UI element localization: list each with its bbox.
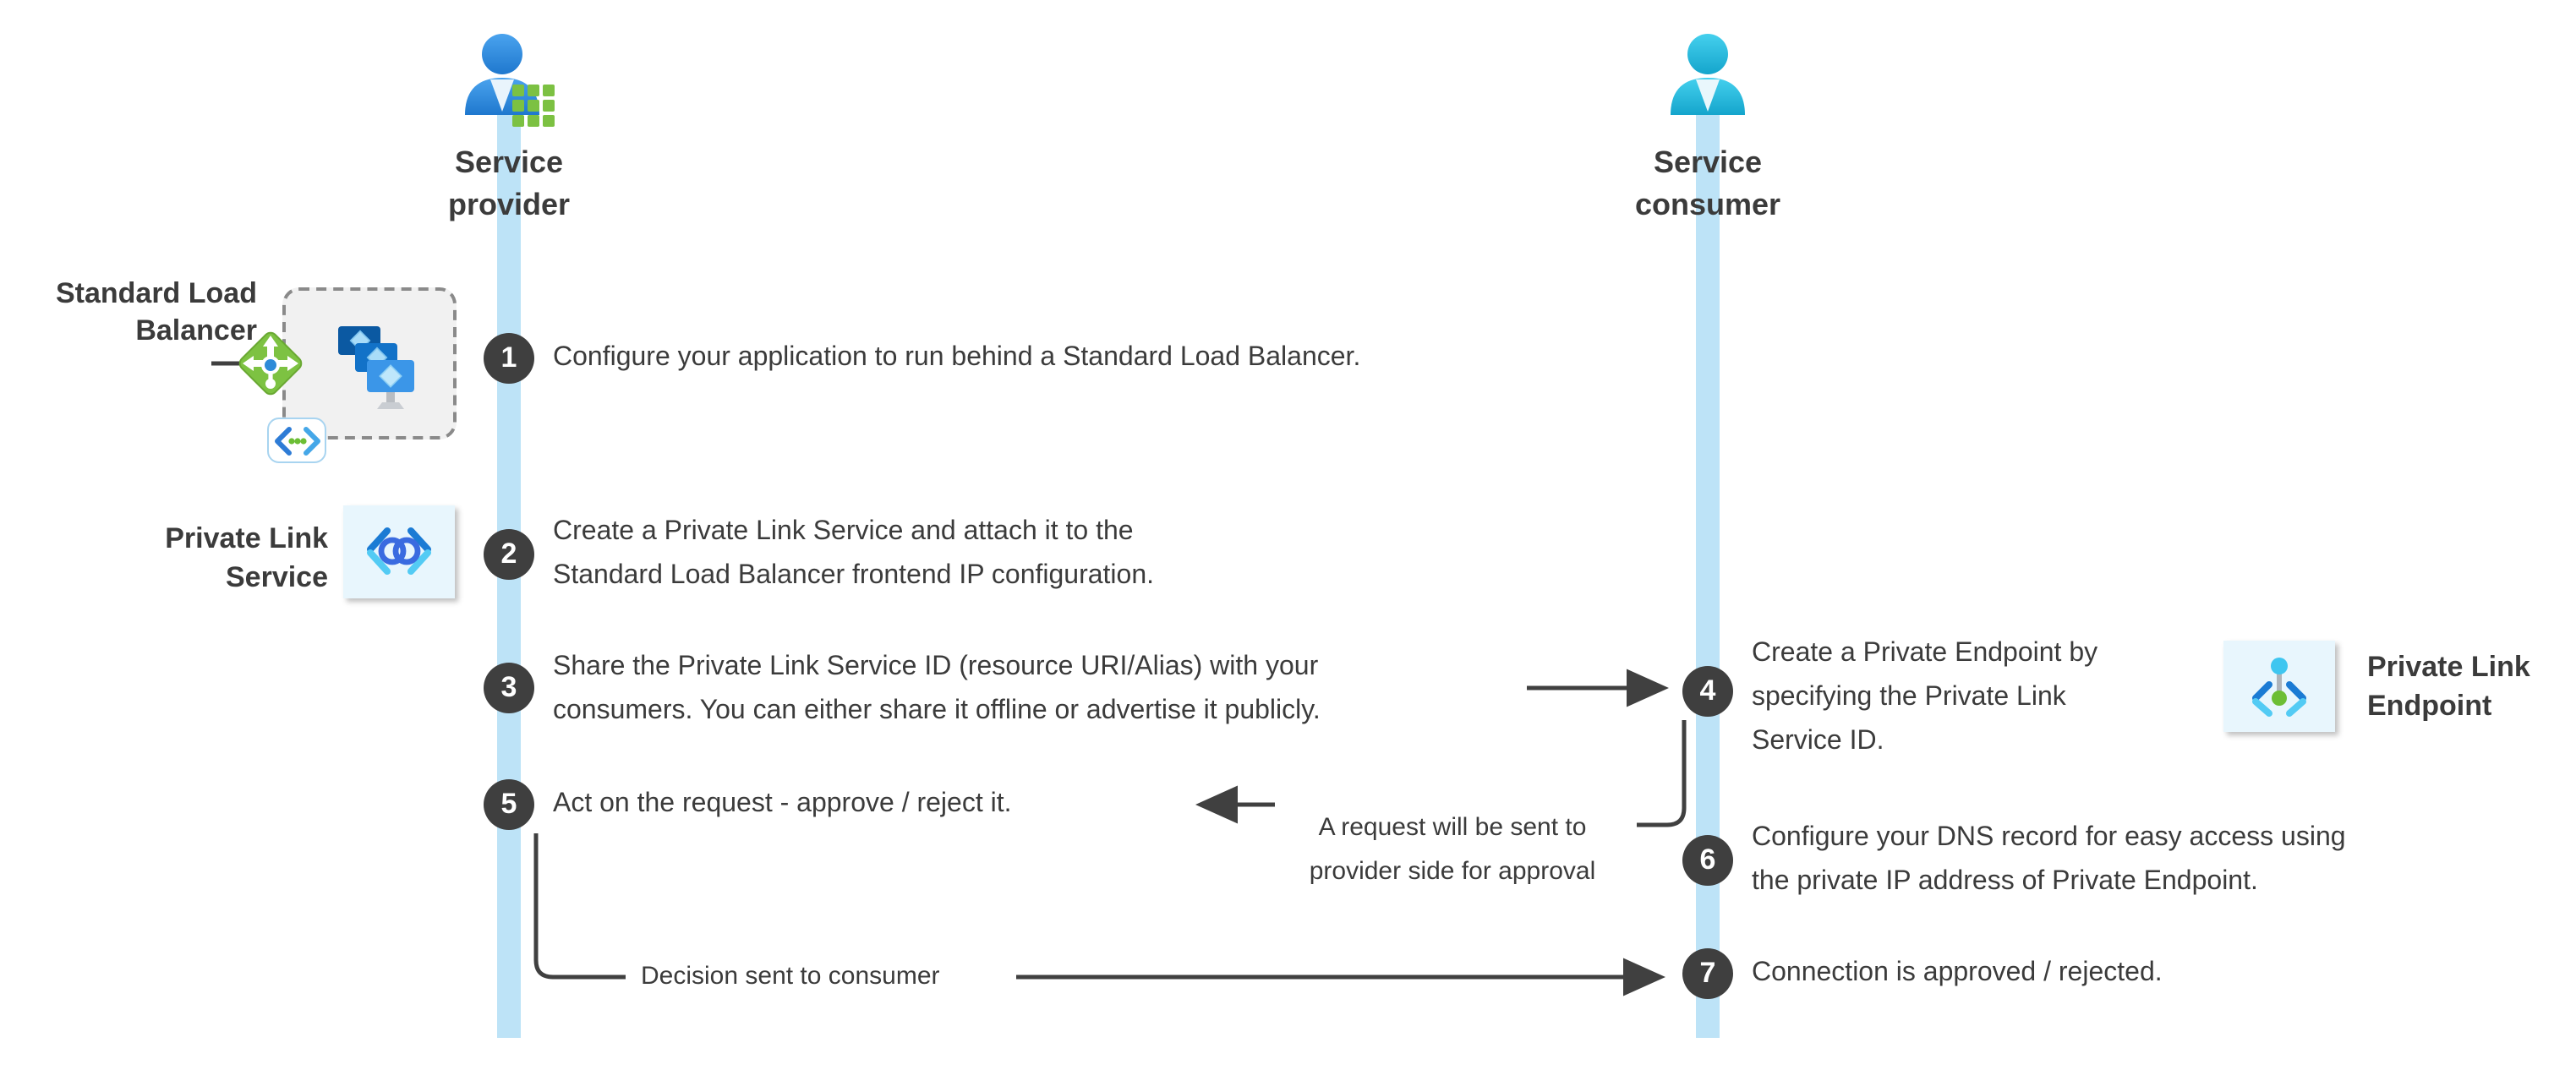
standard-load-balancer-label: Standard Load Balancer xyxy=(30,276,257,350)
step-text-line: Configure your application to run behind… xyxy=(553,343,1361,372)
virtual-network-icon xyxy=(267,418,326,463)
step-3-text: Share the Private Link Service ID (resou… xyxy=(553,646,1321,734)
step-1-text: Configure your application to run behind… xyxy=(553,336,1360,380)
private-link-service-icon xyxy=(343,505,455,598)
step5-decision-elbow xyxy=(533,833,626,980)
note-line: A request will be sent to xyxy=(1318,813,1587,842)
actor-label-line: Service xyxy=(1653,145,1763,179)
actor-label-line: provider xyxy=(447,188,571,221)
step-3-badge: 3 xyxy=(484,663,534,713)
request-note: A request will be sent to provider side … xyxy=(1265,806,1640,894)
step-4-badge: 4 xyxy=(1682,666,1733,717)
step-6-badge: 6 xyxy=(1682,835,1733,886)
step-text-line: Act on the request - approve / reject it… xyxy=(553,789,1012,818)
label-line: Service xyxy=(226,561,328,593)
step-6-text: Configure your DNS record for easy acces… xyxy=(1752,816,2346,904)
step-text-line: Create a Private Link Service and attach… xyxy=(553,517,1134,546)
step-text-line: Connection is approved / rejected. xyxy=(1752,958,2163,987)
vm-scale-set-icon xyxy=(338,326,414,409)
load-balancer-diamond-icon xyxy=(238,331,303,396)
step-5-text: Act on the request - approve / reject it… xyxy=(553,783,1012,827)
step-text-line: specifying the Private Link xyxy=(1752,683,2066,712)
label-line: Endpoint xyxy=(2367,690,2492,722)
step-text-line: Service ID. xyxy=(1752,727,1884,756)
step-text-line: Share the Private Link Service ID (resou… xyxy=(553,652,1319,681)
step-7-text: Connection is approved / rejected. xyxy=(1752,952,2163,996)
private-link-service-label: Private Link Service xyxy=(98,519,328,597)
app-grid-icon xyxy=(512,85,555,127)
private-link-endpoint-label: Private Link Endpoint xyxy=(2367,647,2530,725)
label-line: Balancer xyxy=(135,314,257,347)
step-2-text: Create a Private Link Service and attach… xyxy=(553,510,1154,598)
step-2-badge: 2 xyxy=(484,529,534,580)
step-text-line: Create a Private Endpoint by xyxy=(1752,639,2098,668)
label-line: Private Link xyxy=(2367,651,2530,683)
label-line: Private Link xyxy=(165,522,328,554)
actor-label-line: Service xyxy=(454,145,564,179)
step-text-line: the private IP address of Private Endpoi… xyxy=(1752,867,2258,896)
step4-request-elbow xyxy=(1637,720,1687,827)
step-text-line: Configure your DNS record for easy acces… xyxy=(1752,823,2346,852)
service-consumer-label: Service consumer xyxy=(1572,142,1843,227)
step-text-line: Standard Load Balancer frontend IP confi… xyxy=(553,561,1155,590)
private-link-endpoint-icon xyxy=(2223,641,2335,732)
service-consumer-person-icon xyxy=(1671,34,1745,115)
step-text-line: consumers. You can either share it offli… xyxy=(553,696,1321,725)
label-line: Standard Load xyxy=(55,277,257,309)
decision-note: Decision sent to consumer xyxy=(641,962,940,991)
actor-label-line: consumer xyxy=(1634,188,1781,221)
step-5-badge: 5 xyxy=(484,779,534,830)
step-7-badge: 7 xyxy=(1682,948,1733,999)
step-4-text: Create a Private Endpoint by specifying … xyxy=(1752,632,2097,764)
note-line: provider side for approval xyxy=(1309,857,1596,886)
step-1-badge: 1 xyxy=(484,333,534,384)
service-provider-label: Service provider xyxy=(374,142,644,227)
